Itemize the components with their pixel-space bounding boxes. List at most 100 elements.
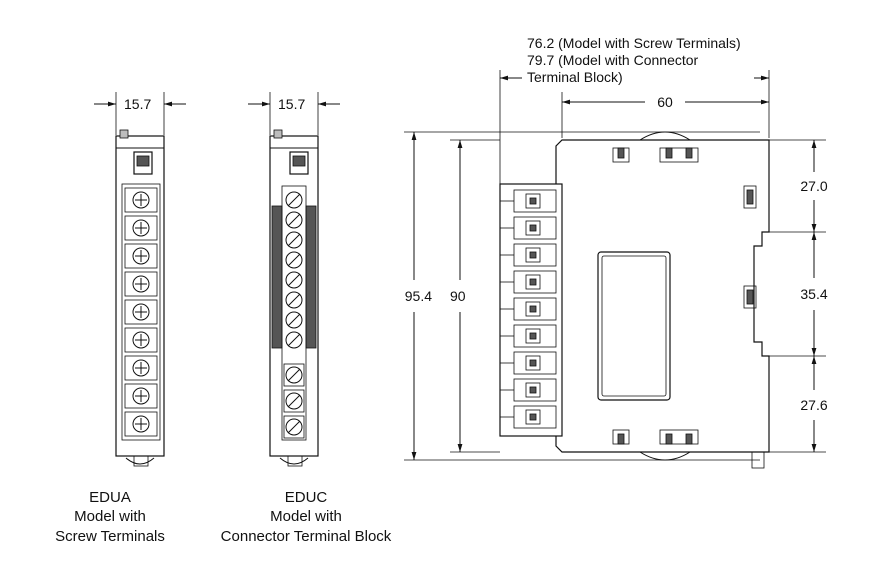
educ-indicator bbox=[292, 155, 306, 167]
edua-terminal-group bbox=[124, 187, 158, 437]
edua-screw-icon bbox=[132, 415, 150, 433]
educ-terminal-group bbox=[283, 191, 305, 439]
educ-connector-screw-slot bbox=[287, 293, 301, 307]
edua-screw-icon bbox=[132, 275, 150, 293]
educ-width-label: 15.7 bbox=[278, 96, 305, 112]
height-outer-label: 95.4 bbox=[405, 288, 432, 304]
edua-bottom-latch bbox=[133, 455, 149, 467]
edua-terminal-cell bbox=[124, 215, 158, 241]
side-clip-middle bbox=[743, 285, 757, 309]
educ-screw-icon bbox=[285, 366, 303, 384]
edua-screw-icon bbox=[132, 331, 150, 349]
edua-screw-icon bbox=[132, 191, 150, 209]
educ-terminal-cell bbox=[283, 415, 305, 439]
edua-top-latch bbox=[119, 129, 129, 139]
right-dim-1: 27.0 bbox=[800, 178, 827, 194]
side-latch-bottom-2 bbox=[659, 429, 699, 445]
educ-screw-slot bbox=[287, 420, 301, 434]
edua-terminal-frame bbox=[121, 183, 161, 441]
educ-connector-screw-slot bbox=[287, 233, 301, 247]
side-clip-upper bbox=[743, 185, 757, 209]
side-clip-upper-inner bbox=[746, 189, 754, 205]
side-terminal-group bbox=[500, 189, 557, 429]
edua-screw-icon bbox=[132, 387, 150, 405]
side-top-clip bbox=[639, 131, 691, 141]
educ-front-view: 15.7 EDUC Model with Connector Terminal … bbox=[221, 92, 392, 545]
edua-screw-icon bbox=[132, 247, 150, 265]
depth-note-line-1: 76.2 (Model with Screw Terminals) bbox=[527, 35, 741, 51]
edua-terminal-cell bbox=[124, 271, 158, 297]
educ-terminal-cell bbox=[283, 363, 305, 387]
depth-60-label: 60 bbox=[657, 94, 673, 110]
educ-connector-side-left bbox=[271, 205, 283, 349]
side-terminal-clamp-inner bbox=[529, 305, 537, 313]
educ-connector-screw-icon bbox=[285, 311, 303, 329]
depth-note-line-2: 79.7 (Model with Connector bbox=[527, 52, 699, 68]
edua-terminal-cell bbox=[124, 411, 158, 437]
edua-caption-2: Model with bbox=[74, 508, 146, 525]
side-latch-top-1-inner bbox=[617, 147, 625, 159]
edua-indicator bbox=[136, 155, 150, 167]
educ-screw-slot bbox=[287, 368, 301, 382]
educ-connector-screw-slot bbox=[287, 193, 301, 207]
educ-connector-screw-icon bbox=[285, 251, 303, 269]
edua-caption-1: EDUA bbox=[89, 489, 131, 506]
educ-connector-screw-slot bbox=[287, 253, 301, 267]
educ-connector-screw-slot bbox=[287, 313, 301, 327]
edua-terminal-cell bbox=[124, 243, 158, 269]
side-terminal-clamp-inner bbox=[529, 278, 537, 286]
side-terminal-clamp bbox=[525, 220, 541, 236]
side-label-window bbox=[597, 251, 671, 401]
educ-caption-2: Model with bbox=[270, 508, 342, 525]
educ-connector-screw-icon bbox=[285, 231, 303, 249]
edua-screw-icon bbox=[132, 219, 150, 237]
height-inner-label: 90 bbox=[450, 288, 466, 304]
side-terminal-clamp bbox=[525, 247, 541, 263]
side-terminal-clamp bbox=[525, 409, 541, 425]
educ-screw-slot bbox=[287, 394, 301, 408]
educ-top-latch bbox=[273, 129, 283, 139]
educ-terminal-cell bbox=[283, 389, 305, 413]
educ-caption-1: EDUC bbox=[285, 489, 328, 506]
side-terminal-clamp bbox=[525, 193, 541, 209]
educ-connector-screw-slot bbox=[287, 213, 301, 227]
edua-terminal-cell bbox=[124, 187, 158, 213]
side-terminal-clamp-inner bbox=[529, 197, 537, 205]
side-terminal-clamp bbox=[525, 355, 541, 371]
educ-caption-3: Connector Terminal Block bbox=[221, 528, 392, 545]
side-terminal-clamp bbox=[525, 274, 541, 290]
edua-terminal-cell bbox=[124, 327, 158, 353]
side-view: 76.2 (Model with Screw Terminals) 79.7 (… bbox=[404, 35, 828, 469]
side-latch-top-2-inner-b bbox=[685, 147, 693, 159]
educ-connector-screw-slot bbox=[287, 333, 301, 347]
side-din-foot bbox=[751, 451, 765, 469]
educ-connector-screw-icon bbox=[285, 191, 303, 209]
side-terminal-clamp-inner bbox=[529, 413, 537, 421]
educ-connector-screw-icon bbox=[285, 211, 303, 229]
educ-bottom-hook bbox=[279, 457, 309, 465]
side-terminal-clamp-inner bbox=[529, 224, 537, 232]
side-terminal-clamp bbox=[525, 328, 541, 344]
edua-width-label: 15.7 bbox=[124, 96, 151, 112]
side-latch-top-2 bbox=[659, 147, 699, 163]
educ-screw-icon bbox=[285, 418, 303, 436]
edua-terminal-cell bbox=[124, 355, 158, 381]
side-terminal-clamp-inner bbox=[529, 386, 537, 394]
educ-connector-screw-icon bbox=[285, 291, 303, 309]
educ-connector-screw-icon bbox=[285, 331, 303, 349]
educ-terminal-frame bbox=[281, 185, 307, 441]
side-terminal-clamp-inner bbox=[529, 332, 537, 340]
side-latch-bottom-1-inner bbox=[617, 433, 625, 445]
depth-note-line-3: Terminal Block) bbox=[527, 69, 623, 85]
side-terminal-clamp-inner bbox=[529, 251, 537, 259]
side-terminal-clamp-inner bbox=[529, 359, 537, 367]
edua-screw-icon bbox=[132, 359, 150, 377]
edua-terminal-cell bbox=[124, 299, 158, 325]
edua-screw-icon bbox=[132, 303, 150, 321]
side-latch-bottom-2-inner-b bbox=[685, 433, 693, 445]
side-bottom-clip bbox=[639, 451, 691, 461]
edua-front-view: 15.7 EDUA Model with Screw Terminals bbox=[55, 92, 186, 545]
side-terminal-clamp bbox=[525, 382, 541, 398]
right-dim-3: 27.6 bbox=[800, 397, 827, 413]
